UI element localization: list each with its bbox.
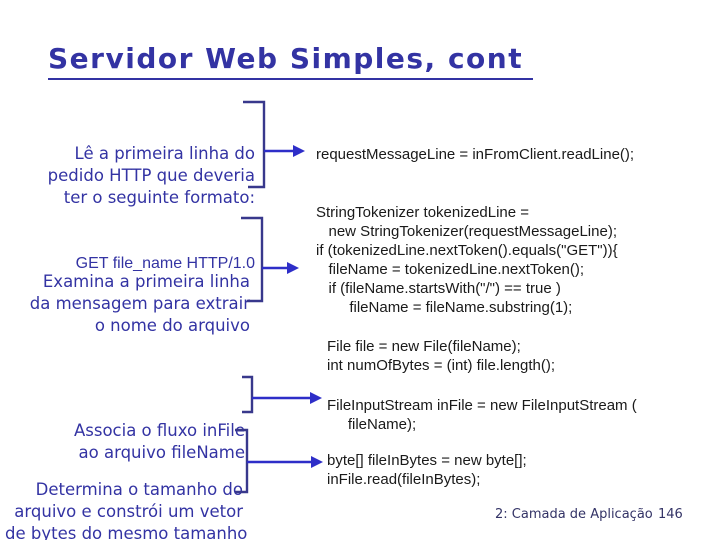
connector-bracket-arrow-3 bbox=[242, 375, 322, 414]
right-arrow-icon bbox=[293, 145, 305, 157]
page-title: Servidor Web Simples, cont bbox=[48, 42, 534, 80]
connector-bracket-arrow-4 bbox=[235, 428, 323, 494]
annotation-text: Determina o tamanho do arquivo e constró… bbox=[5, 480, 248, 540]
connector-bracket-arrow-2 bbox=[241, 216, 299, 303]
code-block-byte-array: byte[] fileInBytes = new byte[]; inFile.… bbox=[327, 452, 527, 488]
right-arrow-icon bbox=[311, 456, 323, 468]
slide-footer: 2: Camada de Aplicação 146 bbox=[0, 507, 720, 529]
code-block-read-line: requestMessageLine = inFromClient.readLi… bbox=[316, 146, 635, 163]
annotation-text: Lê a primeira linha do pedido HTTP que d… bbox=[47, 144, 255, 207]
bracket-shape bbox=[241, 216, 264, 303]
annotation-text: Examina a primeira linha da mensagem par… bbox=[29, 272, 250, 335]
code-block-file-length: File file = new File(fileName); int numO… bbox=[327, 338, 556, 374]
request-format-line: GET file_name HTTP/1.0 bbox=[75, 255, 255, 272]
footer-section-label: 2: Camada de Aplicação bbox=[495, 507, 653, 522]
annotation-extract-filename: Examina a primeira linha da mensagem par… bbox=[10, 227, 250, 381]
annotation-file-size-vector: Determina o tamanho do arquivo e constró… bbox=[5, 435, 248, 540]
connector-bracket-arrow-1 bbox=[243, 100, 305, 189]
right-arrow-icon bbox=[287, 262, 299, 274]
right-arrow-icon bbox=[310, 392, 322, 404]
annotation-read-request-line: Lê a primeira linha do pedido HTTP que d… bbox=[15, 99, 255, 319]
annotation-text: Associa o fluxo inFile ao arquivo fileNa… bbox=[73, 421, 245, 462]
bracket-shape bbox=[243, 100, 266, 189]
bracket-shape bbox=[235, 428, 249, 494]
annotation-attach-stream: Associa o fluxo inFile ao arquivo fileNa… bbox=[45, 376, 245, 508]
bracket-shape bbox=[242, 375, 254, 414]
code-block-input-stream: FileInputStream inFile = new FileInputSt… bbox=[327, 397, 637, 433]
footer-page-number: 146 bbox=[658, 507, 683, 522]
code-block-tokenize: StringTokenizer tokenizedLine = new Stri… bbox=[316, 204, 618, 316]
